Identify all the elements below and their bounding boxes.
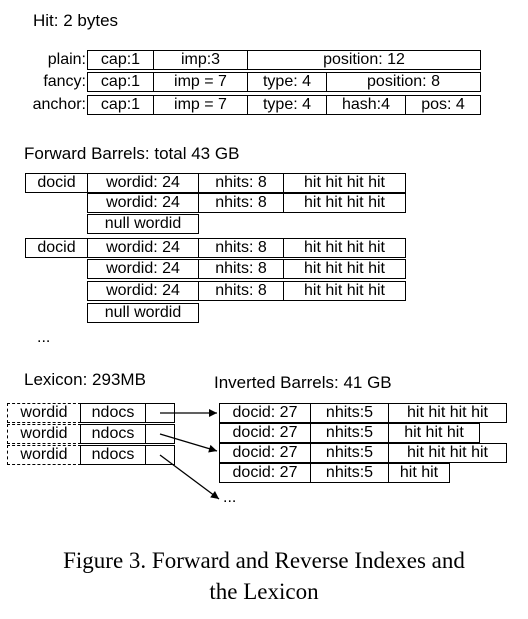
hit-title: Hit: 2 bytes [33, 11, 119, 30]
inverted-hits: hit hit hit hit [388, 403, 507, 423]
forward-hits: hit hit hit hit [283, 238, 406, 258]
lexicon-pointer [145, 445, 175, 465]
inverted-ellipsis: ... [223, 489, 237, 506]
arrow-lexicon-2 [159, 433, 218, 453]
forward-title: Forward Barrels: total 43 GB [24, 144, 240, 163]
arrow-lexicon-3 [159, 454, 220, 500]
forward-hits: hit hit hit hit [283, 173, 406, 193]
inverted-hits: hit hit [388, 463, 450, 483]
hit-cell: position: 12 [247, 50, 481, 70]
forward-hits: hit hit hit hit [283, 281, 406, 301]
inverted-hits: hit hit hit hit [388, 443, 507, 463]
lexicon-pointer [145, 424, 175, 444]
figure-caption-line1: Figure 3. Forward and Reverse Indexes an… [63, 548, 465, 573]
lexicon-title: Lexicon: 293MB [24, 370, 146, 389]
forward-null-wordid: null wordid [87, 303, 199, 323]
hit-cell: position: 8 [326, 72, 481, 92]
forward-null-wordid: null wordid [87, 214, 199, 234]
forward-hits: hit hit hit hit [283, 259, 406, 279]
hit-row-label-fancy: fancy: [43, 73, 86, 90]
inverted-hits: hit hit hit [388, 423, 480, 443]
hit-row-label-anchor: anchor: [32, 96, 86, 113]
figure-caption-line2: the Lexicon [209, 579, 319, 604]
hit-cell: pos: 4 [405, 95, 481, 115]
forward-hits: hit hit hit hit [283, 193, 406, 213]
inverted-title: Inverted Barrels: 41 GB [214, 373, 392, 392]
hit-row-label-plain: plain: [47, 51, 86, 68]
forward-ellipsis: ... [37, 329, 51, 346]
